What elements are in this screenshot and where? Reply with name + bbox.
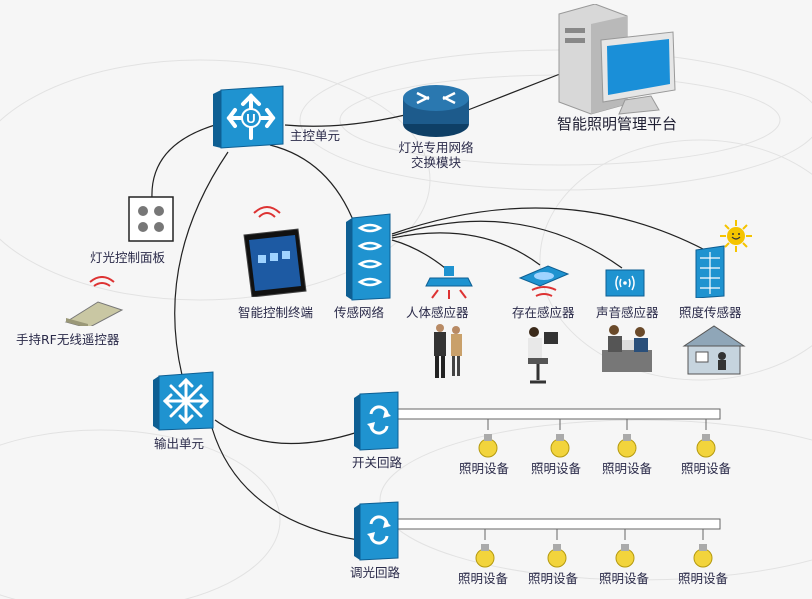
svg-text:U: U xyxy=(246,111,255,126)
dimming-loop-label: 调光回路 xyxy=(350,565,401,580)
seated-person-figure xyxy=(520,324,562,390)
wire-main-to-sensor-net xyxy=(269,144,356,226)
switch-module xyxy=(401,82,471,144)
management-platform xyxy=(555,3,680,120)
wire-output-to-switch-loop xyxy=(214,419,359,445)
dimming-loop xyxy=(354,500,400,566)
switch-rail xyxy=(397,408,721,430)
wire-net-to-light xyxy=(391,207,706,251)
terminal-label: 智能控制终端 xyxy=(238,305,314,320)
wire-main-to-panel xyxy=(151,124,216,199)
lighting-label-5: 照明设备 xyxy=(458,571,509,586)
human-sensor-label: 人体感应器 xyxy=(406,305,469,320)
wire-output-to-dimming-loop xyxy=(211,427,359,541)
main-control-unit: U xyxy=(213,82,285,154)
light-bulb-icon xyxy=(473,538,497,572)
four-button-panel-icon xyxy=(128,196,174,242)
output-unit-label: 输出单元 xyxy=(154,436,205,451)
wire-main-to-switch xyxy=(284,114,406,127)
light-bulb-icon xyxy=(691,538,715,572)
lighting-label-2: 照明设备 xyxy=(531,461,582,476)
smart-terminal xyxy=(240,205,310,301)
presence-sensor-icon xyxy=(518,265,570,297)
output-unit xyxy=(153,370,215,436)
switch-module-label: 灯光专用网络交换模块 xyxy=(398,140,474,170)
wire-net-to-presence xyxy=(391,232,541,266)
house-figure xyxy=(680,322,746,380)
light-sensor-icon xyxy=(695,220,752,299)
lighting-label-3: 照明设备 xyxy=(602,461,653,476)
cisco-switch-u-icon: U xyxy=(213,85,284,149)
lighting-label-8: 照明设备 xyxy=(678,571,729,586)
computer-icon xyxy=(558,3,676,115)
motion-sensor-icon xyxy=(425,266,473,299)
meeting-people-figure xyxy=(600,322,654,378)
lighting-label-7: 照明设备 xyxy=(599,571,650,586)
sensor-network-label: 传感网络 xyxy=(334,305,385,320)
dimming-rail xyxy=(397,518,721,540)
main-control-label: 主控单元 xyxy=(290,128,341,143)
wire-net-to-human xyxy=(391,239,446,269)
sound-sensor-icon xyxy=(605,269,645,297)
loop-module-icon xyxy=(354,501,399,561)
people-icon xyxy=(434,324,462,378)
multilayer-switch-icon xyxy=(153,371,214,431)
human-sensor xyxy=(424,264,474,304)
presence-sensor xyxy=(518,262,570,304)
light-bulb-icon xyxy=(476,428,500,462)
sound-sensor-label: 声音感应器 xyxy=(596,305,659,320)
sound-sensor xyxy=(604,266,648,302)
wire-main-to-output xyxy=(174,151,229,376)
presence-sensor-label: 存在感应器 xyxy=(512,305,575,320)
rf-remote-icon xyxy=(64,276,124,329)
light-bulb-icon xyxy=(613,538,637,572)
network-hub-icon xyxy=(346,213,391,301)
light-bulb-icon xyxy=(694,428,718,462)
tablet-icon xyxy=(243,206,307,298)
light-sensor xyxy=(690,218,756,302)
light-bulb-icon xyxy=(615,428,639,462)
lighting-label-6: 照明设备 xyxy=(528,571,579,586)
people-standing-figure xyxy=(428,322,468,384)
switch-loop-label: 开关回路 xyxy=(352,455,403,470)
remote-label: 手持RF无线遥控器 xyxy=(16,332,120,347)
desk-worker-icon xyxy=(528,327,558,384)
panel-label: 灯光控制面板 xyxy=(90,250,166,265)
sensor-network xyxy=(346,212,392,306)
light-bulb-icon xyxy=(548,428,572,462)
light-sensor-label: 照度传感器 xyxy=(679,305,742,320)
wire-switch-to-platform xyxy=(467,71,566,111)
control-panel xyxy=(128,196,174,246)
lighting-label-4: 照明设备 xyxy=(681,461,732,476)
meeting-icon xyxy=(602,325,652,372)
lighting-label-1: 照明设备 xyxy=(459,461,510,476)
router-icon xyxy=(403,85,469,137)
wire-net-to-sound xyxy=(391,220,623,269)
loop-module-icon xyxy=(354,391,399,451)
switch-loop xyxy=(354,390,400,456)
platform-label: 智能照明管理平台 xyxy=(557,115,678,133)
rf-remote xyxy=(60,276,130,330)
house-icon xyxy=(682,325,746,375)
light-bulb-icon xyxy=(545,538,569,572)
